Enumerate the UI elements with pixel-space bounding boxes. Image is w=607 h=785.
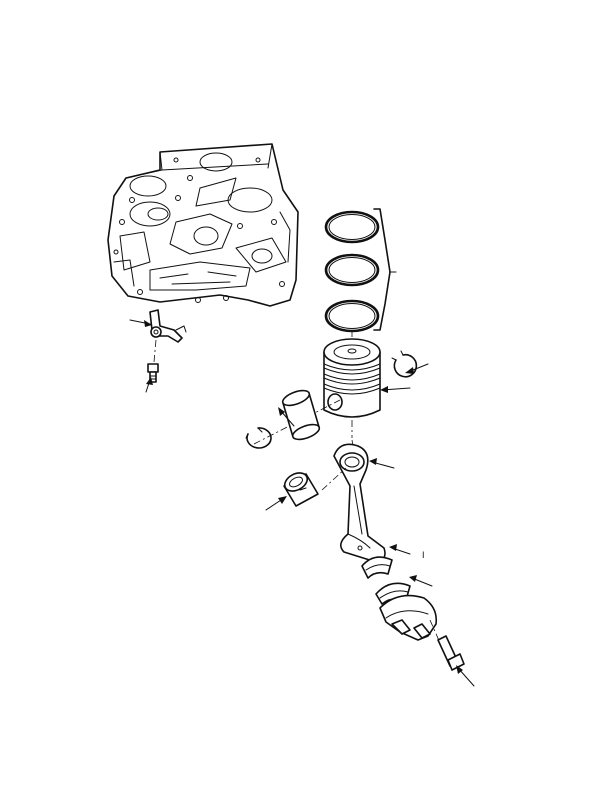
piston-pin xyxy=(281,389,321,441)
bearing-reference-mark: I xyxy=(422,550,425,560)
small-end-bushing xyxy=(283,472,319,507)
piston-cooling-nozzle xyxy=(149,309,187,343)
retaining-ring-right xyxy=(391,350,418,378)
upper-bearing-shell xyxy=(361,556,393,579)
cap-bolt xyxy=(437,635,465,671)
engine-block xyxy=(107,143,299,307)
piston-rings xyxy=(324,210,380,333)
retaining-ring-left xyxy=(245,427,272,449)
connecting-rod xyxy=(333,443,386,563)
connecting-rod-cap xyxy=(379,594,438,641)
leader-arrows xyxy=(129,319,475,687)
piston xyxy=(323,338,381,418)
